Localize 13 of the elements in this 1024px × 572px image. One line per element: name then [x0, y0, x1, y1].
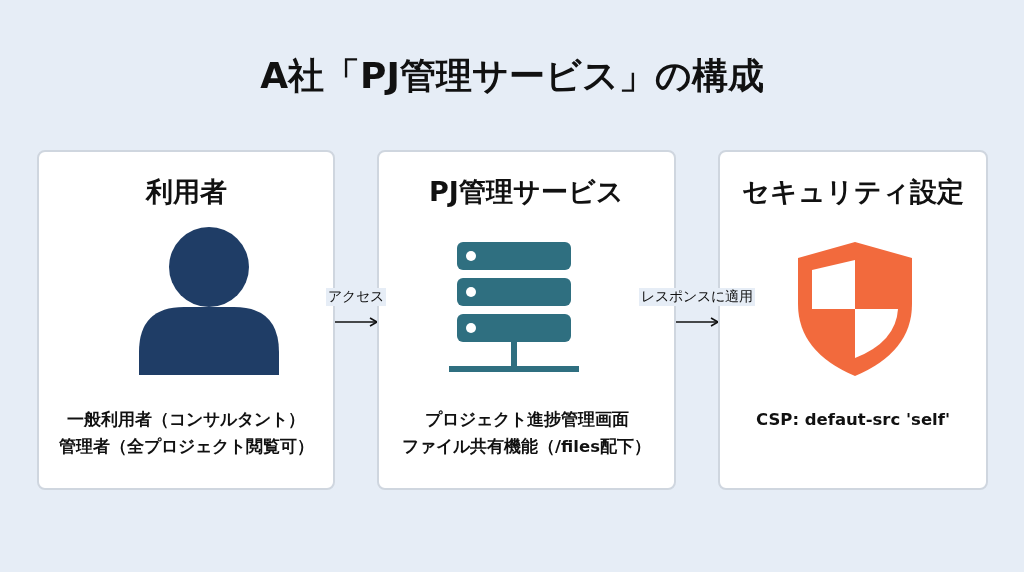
title: A社「PJ管理サービス」の構成: [260, 54, 764, 98]
description-text: ファイル共有機能（/files配下）: [402, 436, 651, 458]
description-text: 一般利用者（コンサルタント）: [67, 409, 305, 431]
card-heading: セキュリティ設定: [742, 175, 964, 209]
edge-label: レスポンスに適用: [639, 288, 755, 306]
description-text: 管理者（全プロジェクト閲覧可）: [58, 436, 314, 458]
arrow: [334, 317, 378, 327]
description-text: CSP: defaut-src 'self': [756, 409, 950, 431]
card-heading: 利用者: [145, 175, 227, 209]
arrow: [675, 317, 719, 327]
card-heading: PJ管理サービス: [429, 175, 624, 209]
edge-label: アクセス: [326, 288, 386, 306]
description-text: プロジェクト進捗管理画面: [424, 409, 629, 431]
